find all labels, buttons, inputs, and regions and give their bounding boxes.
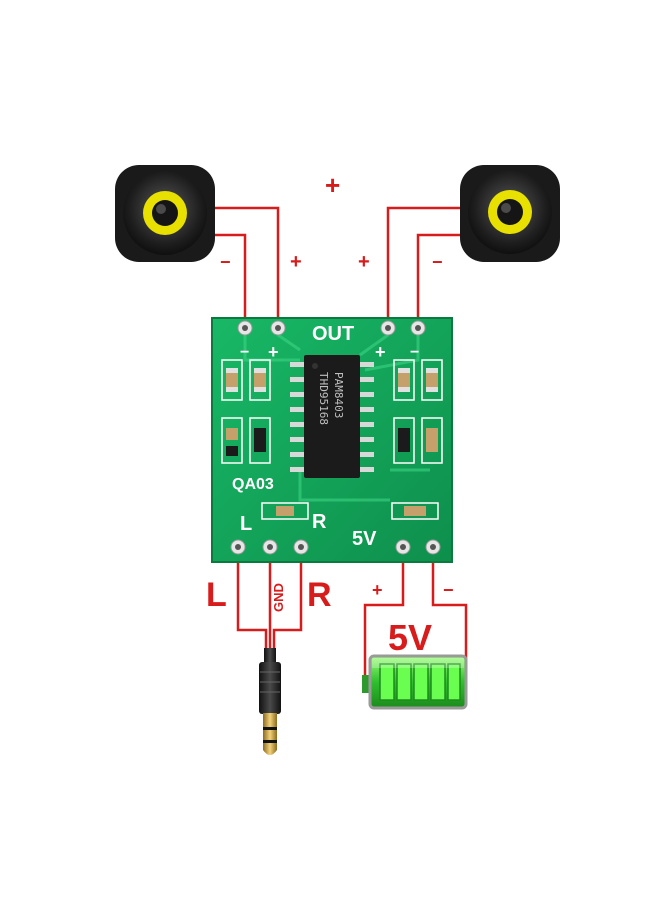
board-out-plus-right: + (375, 342, 386, 362)
input-label-left: L (206, 576, 227, 614)
wire-left-plus (200, 206, 280, 325)
pam8403-chip: PAM8403 THD95168 (290, 355, 374, 478)
smd-components (221, 359, 443, 464)
power-plus-label: + (372, 580, 383, 600)
speaker-right (460, 165, 560, 262)
label-center-plus: + (325, 170, 340, 200)
board-model-label: QA03 (232, 476, 274, 493)
board-out-label: OUT (312, 323, 354, 345)
amplifier-board: OUT − + + − PAM8403 THD95168 (211, 317, 453, 563)
label-speaker-left-minus: − (220, 252, 231, 272)
board-out-plus-left: + (268, 342, 279, 362)
input-label-right: R (307, 576, 332, 614)
label-speaker-right-minus: − (432, 252, 443, 272)
board-power-label: 5V (352, 528, 377, 550)
chip-marking-2: THD95168 (317, 372, 330, 425)
output-pads (237, 320, 426, 336)
board-out-minus-right: − (410, 344, 419, 361)
label-speaker-left-plus: + (290, 251, 302, 273)
power-minus-label: − (443, 580, 454, 600)
wire-input-right (272, 550, 303, 655)
power-voltage-label: 5V (388, 617, 432, 658)
board-input-left-label: L (240, 513, 252, 535)
label-speaker-right-plus: + (358, 251, 370, 273)
input-label-gnd: GND (271, 583, 286, 612)
wire-input-left (236, 550, 268, 655)
wire-power-plus (363, 550, 405, 682)
chip-marking-1: PAM8403 (332, 372, 345, 418)
board-out-minus-left: − (240, 344, 249, 361)
battery-icon (362, 654, 468, 710)
wire-power-minus (431, 550, 468, 682)
power-wires (363, 550, 468, 682)
board-input-right-label: R (312, 511, 327, 533)
speaker-left (115, 165, 215, 262)
input-wires (236, 550, 303, 655)
wire-right-minus (416, 233, 475, 325)
audio-jack (259, 648, 281, 755)
wire-right-plus (386, 206, 480, 325)
